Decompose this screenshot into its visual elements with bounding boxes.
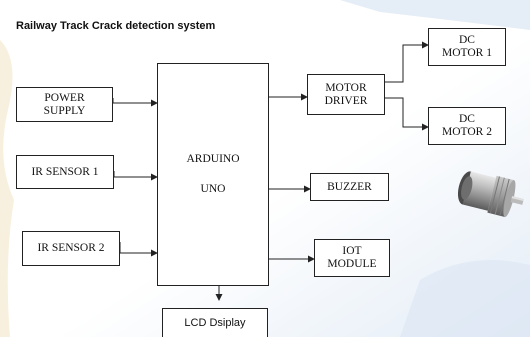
arrow-driver-to-motor1 bbox=[385, 41, 429, 83]
arduino-uno-block: ARDUINO UNO bbox=[157, 63, 269, 286]
arrow-driver-to-motor2 bbox=[385, 97, 429, 131]
ir-sensor-2-label: IR SENSOR 2 bbox=[37, 242, 105, 254]
arrow-power-to-arduino bbox=[112, 98, 158, 107]
ir-sensor-1-label: IR SENSOR 1 bbox=[31, 165, 99, 178]
buzzer-label: BUZZER bbox=[327, 180, 372, 193]
dc-motor-1-label-line1: DC bbox=[459, 34, 475, 46]
lcd-display-label: LCD Dsiplay bbox=[184, 316, 246, 329]
ir-sensor-1-block: IR SENSOR 1 bbox=[16, 155, 114, 189]
motor-driver-label-line1: MOTOR bbox=[325, 81, 367, 94]
iot-module-block: IOT MODULE bbox=[314, 239, 390, 277]
ir-sensor-2-block: IR SENSOR 2 bbox=[22, 231, 120, 266]
dc-motor-2-block: DC MOTOR 2 bbox=[428, 107, 506, 145]
motor-driver-label-line2: DRIVER bbox=[324, 94, 368, 107]
uno-label: UNO bbox=[200, 183, 226, 195]
iot-label-line1: IOT bbox=[342, 245, 362, 257]
dc-motor-1-label-line2: MOTOR 1 bbox=[442, 47, 492, 59]
dc-motor-2-label-line1: DC bbox=[459, 113, 475, 125]
lcd-display-block: LCD Dsiplay bbox=[162, 308, 268, 337]
power-supply-block: POWER SUPPLY bbox=[16, 87, 113, 122]
diagram-title: Railway Track Crack detection system bbox=[16, 20, 216, 32]
iot-label-line2: MODULE bbox=[327, 258, 377, 270]
dc-gear-motor-image bbox=[457, 171, 524, 218]
power-supply-label-line2: SUPPLY bbox=[43, 104, 86, 117]
dc-motor-2-label-line2: MOTOR 2 bbox=[442, 126, 492, 138]
motor-driver-block: MOTOR DRIVER bbox=[307, 74, 385, 115]
arduino-label: ARDUINO bbox=[186, 153, 240, 165]
dc-motor-1-block: DC MOTOR 1 bbox=[428, 28, 506, 66]
arrow-ir2-to-arduino bbox=[119, 242, 158, 257]
buzzer-block: BUZZER bbox=[310, 173, 389, 201]
arrow-ir1-to-arduino bbox=[113, 171, 158, 181]
power-supply-label-line1: POWER bbox=[44, 91, 85, 104]
